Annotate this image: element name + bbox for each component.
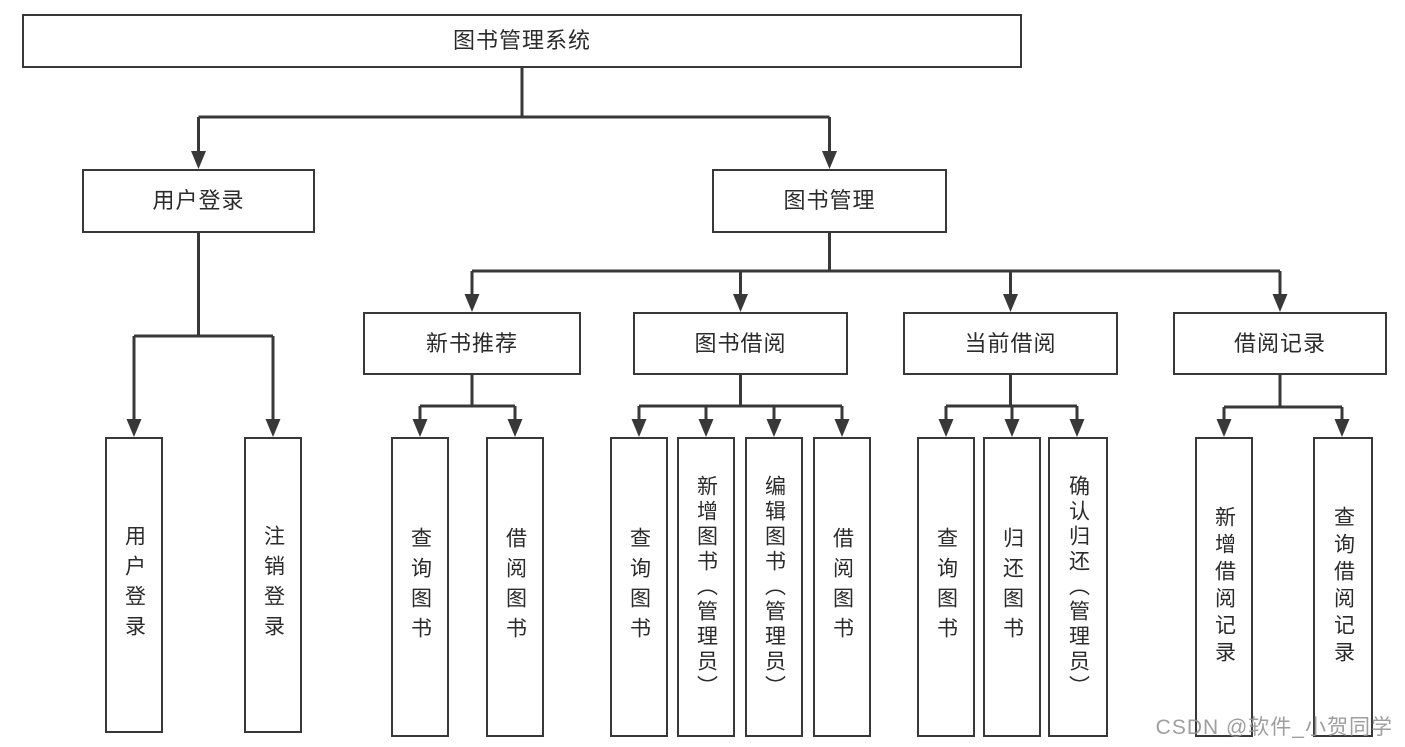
node-book-management: 图书管理 — [712, 169, 947, 233]
leaf-query-books-current: 查询图书 — [917, 437, 975, 737]
node-user-login: 用户登录 — [82, 169, 315, 233]
leaf-borrow-books-recommend: 借阅图书 — [486, 437, 544, 737]
leaf-add-borrow-record: 新增借阅记录 — [1195, 437, 1253, 737]
leaf-user-login: 用户登录 — [105, 437, 163, 733]
leaf-logout: 注销登录 — [244, 437, 302, 733]
leaf-query-books-borrow: 查询图书 — [610, 437, 668, 737]
leaf-confirm-return-admin: 确认归还（管理员） — [1048, 437, 1108, 737]
leaf-borrow-books: 借阅图书 — [813, 437, 871, 737]
node-book-borrow: 图书借阅 — [633, 312, 848, 375]
leaf-edit-books-admin: 编辑图书（管理员） — [745, 437, 803, 737]
csdn-watermark: CSDN @软件_小贺同学 — [1155, 716, 1393, 739]
leaf-query-borrow-record: 查询借阅记录 — [1313, 437, 1373, 737]
node-current-borrow: 当前借阅 — [903, 312, 1118, 375]
node-new-book-recommend: 新书推荐 — [363, 312, 581, 375]
leaf-return-books: 归还图书 — [983, 437, 1041, 737]
node-library-system: 图书管理系统 — [22, 14, 1022, 68]
leaf-add-books-admin: 新增图书（管理员） — [677, 437, 735, 737]
leaf-query-books-recommend: 查询图书 — [391, 437, 449, 737]
node-borrow-records: 借阅记录 — [1173, 312, 1387, 375]
